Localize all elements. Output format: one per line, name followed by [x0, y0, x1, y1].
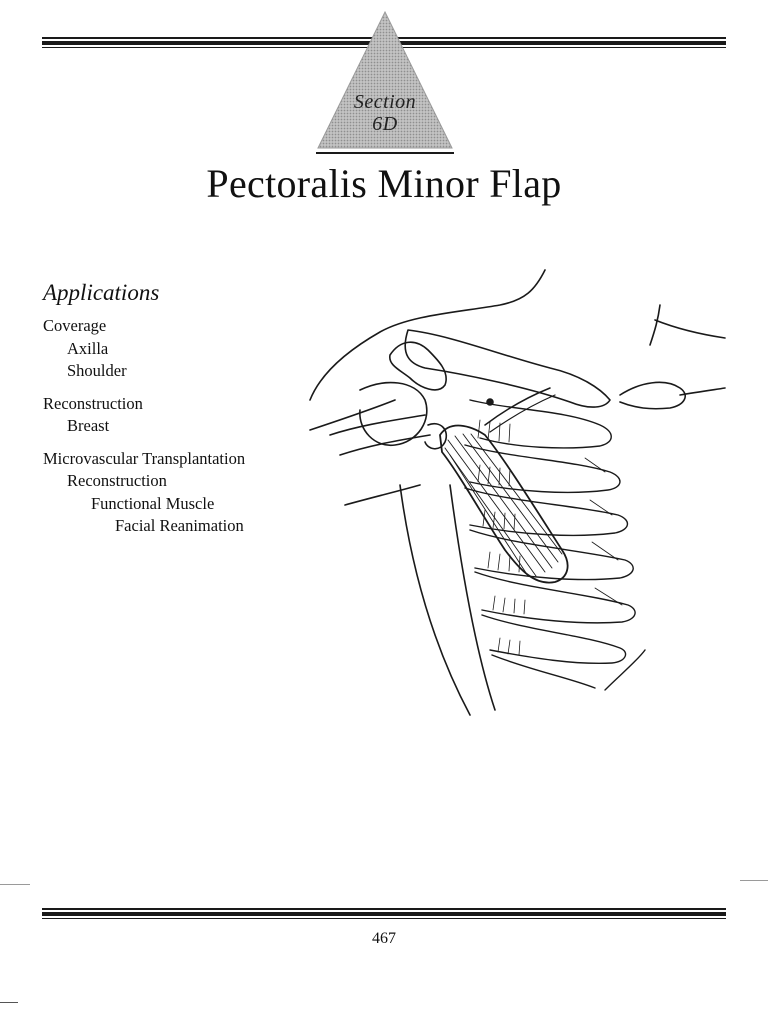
application-item: Breast	[67, 416, 110, 435]
scan-mark	[0, 884, 30, 885]
lateral-chest-contour	[449, 484, 496, 711]
neck-contour	[654, 319, 726, 339]
bottom-rule-line	[42, 912, 726, 916]
pedicle-knot	[486, 398, 494, 406]
sternum-contour	[619, 381, 686, 410]
application-item: Shoulder	[67, 361, 127, 380]
lateral-chest-contour	[399, 484, 471, 716]
section-label: Section	[353, 91, 417, 113]
page-number: 467	[372, 930, 396, 947]
acromion	[389, 341, 447, 391]
application-item: Facial Reanimation	[115, 516, 244, 535]
section-marker: Section 6D	[316, 10, 454, 150]
pectoralis-minor-muscle	[439, 424, 569, 584]
scan-mark	[740, 880, 768, 881]
application-item: Reconstruction	[67, 471, 167, 490]
application-item: Microvascular Transplantation	[43, 448, 246, 468]
neck-contour	[649, 304, 661, 346]
arm-contour	[309, 399, 396, 431]
section-triangle-icon	[317, 10, 453, 149]
shoulder-contour	[309, 269, 546, 401]
humeral-shaft	[339, 434, 431, 456]
clavicle	[404, 329, 611, 408]
bottom-rule-line	[42, 918, 726, 919]
application-item: Coverage	[43, 316, 107, 335]
applications-heading: Applications	[43, 280, 160, 305]
scan-mark	[0, 1002, 18, 1003]
application-item: Axilla	[67, 338, 109, 358]
ribs	[464, 399, 646, 691]
page-title: Pectoralis Minor Flap	[206, 161, 562, 206]
humeral-head	[359, 381, 428, 447]
application-item: Reconstruction	[43, 393, 143, 413]
vascular-pedicle	[484, 387, 551, 426]
application-item: Functional Muscle	[91, 493, 215, 513]
vascular-pedicle	[489, 394, 556, 433]
coracoid-process	[424, 423, 447, 450]
bottom-rule	[42, 908, 726, 919]
bottom-rule-line	[42, 908, 726, 910]
pectoralis-minor-illustration	[309, 269, 726, 716]
arm-contour	[344, 484, 421, 506]
humeral-shaft	[329, 414, 426, 436]
section-number: 6D	[372, 113, 398, 135]
applications-list: Coverage Axilla Shoulder Reconstruction …	[43, 315, 313, 538]
sternum-contour	[679, 387, 726, 396]
section-underline	[316, 152, 454, 154]
muscle-fibers	[444, 433, 563, 577]
